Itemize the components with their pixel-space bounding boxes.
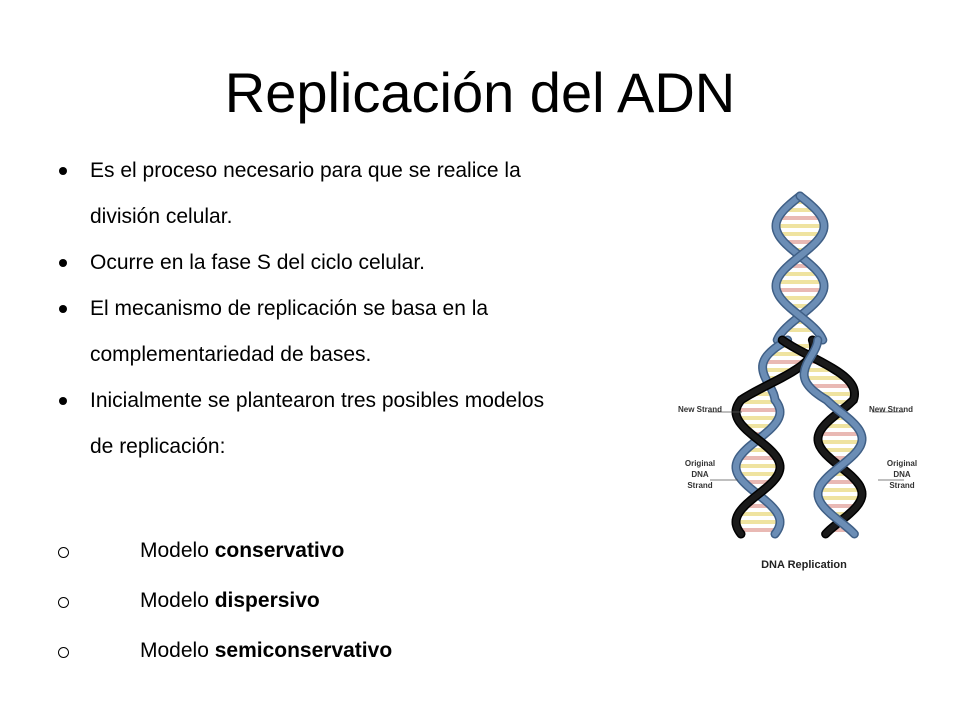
bullet-dot-icon [59,259,67,267]
bullet-dot-icon [59,397,67,405]
new-strand-label-right: New Strand [869,405,913,414]
circle-bullet-icon [58,647,69,658]
strands [731,191,867,539]
dna-helix-illustration: New Strand New Strand Original DNA Stran… [678,191,917,571]
model-list: Modelo conservativo Modelo dispersivo Mo… [56,526,616,676]
model-name: conservativo [214,539,345,562]
strand [779,337,866,537]
model-name: semiconservativo [214,639,393,662]
original-label-left: DNA [691,470,709,479]
circle-bullet-icon [58,597,69,608]
model-name: dispersivo [214,589,320,612]
bullet-line: división celular. [90,205,233,228]
bullet-line: Inicialmente se plantearon tres posibles… [90,389,545,412]
original-label-right: Original [887,459,917,468]
bullet-line: complementariedad de bases. [90,343,372,366]
strand [772,193,828,343]
original-label-right: Strand [889,481,914,490]
original-label-left: Strand [687,481,712,490]
dna-replication-figure: New Strand New Strand Original DNA Stran… [676,190,936,585]
model-prefix: Modelo [140,639,215,662]
bullet-item: Es el proceso necesario para que se real… [56,148,696,240]
new-strand-label-left: New Strand [678,405,722,414]
original-label-right: DNA [893,470,911,479]
model-item: Modelo conservativo [56,526,616,576]
bullet-line: de replicación: [90,435,226,458]
bullet-dot-icon [59,167,67,175]
bullet-line: Ocurre en la fase S del ciclo celular. [90,251,425,274]
bullet-item: Inicialmente se plantearon tres posibles… [56,378,696,470]
model-prefix: Modelo [140,589,215,612]
model-item: Modelo dispersivo [56,576,616,626]
bullet-item: Ocurre en la fase S del ciclo celular. [56,240,696,286]
bullet-item: El mecanismo de replicación se basa en l… [56,286,696,378]
figure-caption: DNA Replication [761,559,847,571]
bullet-list: Es el proceso necesario para que se real… [56,148,696,470]
bullet-line: El mecanismo de replicación se basa en l… [90,297,489,320]
strand [732,337,817,537]
slide-title: Replicación del ADN [224,61,736,124]
circle-bullet-icon [58,547,69,558]
strand [801,337,865,537]
bullet-line: Es el proceso necesario para que se real… [90,159,521,182]
model-item: Modelo semiconservativo [56,626,616,676]
original-label-left: Original [685,459,715,468]
bullet-dot-icon [59,305,67,313]
model-prefix: Modelo [140,539,215,562]
